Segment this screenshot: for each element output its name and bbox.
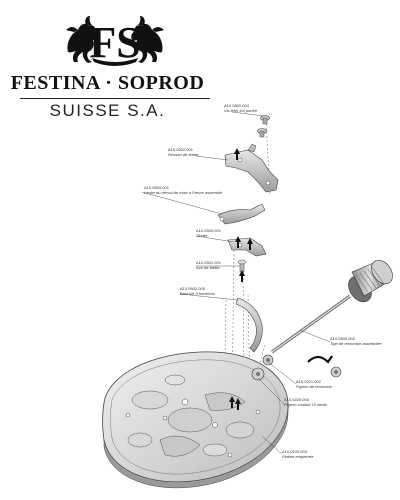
part-ref: A10.0505.002 <box>330 336 355 341</box>
detail-pinion <box>330 366 342 378</box>
assembly-arrow-icon <box>229 148 253 410</box>
setting-lever <box>227 237 267 257</box>
main-plate <box>102 351 289 489</box>
part-name: Pignon de remontoir <box>296 383 333 389</box>
part-callout: A10.0502.005 Bascule 3 fonctions <box>180 286 215 296</box>
part-ref: A10.0502.005 <box>180 286 205 291</box>
part-name: Tige de remontoir assemblée <box>330 340 382 346</box>
part-callout: A10.0800.004 Vis lêtei 1/4 portée <box>224 103 258 113</box>
screw-icon <box>257 115 270 138</box>
part-callout: A10.0501.001 Axe de tirette <box>196 260 221 270</box>
part-ref: A10.0500.001 <box>196 228 221 233</box>
part-name: Tirette <box>196 232 208 238</box>
winding-pinion <box>262 354 274 366</box>
setting-wheel-lever <box>217 203 266 225</box>
part-name: Pignon coulant 10 dents <box>284 401 327 407</box>
part-name: Axe de tirette <box>196 264 220 270</box>
crown <box>348 259 393 303</box>
setting-lever-spring <box>224 143 279 193</box>
part-ref: A10.0100.003 <box>282 449 307 454</box>
part-callout: A10.0220.003 Pignon coulant 10 dents <box>284 397 327 407</box>
part-name: Levier du renvoi de mise à l'heure assem… <box>144 189 223 195</box>
brand-divider <box>20 98 210 99</box>
winding-stem <box>271 294 351 354</box>
callout-leaders <box>141 111 331 455</box>
part-name: Bascule 3 fonctions <box>180 290 215 296</box>
part-name: Vis lêtei 1/4 portée <box>224 107 258 113</box>
rotation-arrow-icon <box>307 355 333 364</box>
part-callout: A10.0504.001 Levier du renvoi de mise à … <box>144 185 223 195</box>
part-ref: A10.0220.003 <box>284 397 309 402</box>
part-name: Ressort de tirette <box>168 151 199 157</box>
part-name: Platine empierrée <box>282 453 314 459</box>
part-ref: A10.0502.001 <box>168 147 193 152</box>
yoke <box>235 297 263 353</box>
brand-name: FESTINA · SOPROD <box>10 72 205 94</box>
part-ref: A10.0800.004 <box>224 103 249 108</box>
part-callout: A10.0221.002 Pignon de remontoir <box>296 379 333 389</box>
part-ref: A10.0504.001 <box>144 185 169 190</box>
part-callout: A10.0500.001 Tirette <box>196 228 221 238</box>
sliding-pinion <box>251 367 265 381</box>
part-callout: A10.0502.001 Ressort de tirette <box>168 147 199 157</box>
part-ref: A10.0221.002 <box>296 379 321 384</box>
part-callout: A10.0100.003 Platine empierrée <box>282 449 314 459</box>
part-callout: A10.0505.002 Tige de remontoir assemblée <box>330 336 382 346</box>
part-ref: A10.0501.001 <box>196 260 221 265</box>
company-name: SUISSE S.A. <box>49 101 166 120</box>
